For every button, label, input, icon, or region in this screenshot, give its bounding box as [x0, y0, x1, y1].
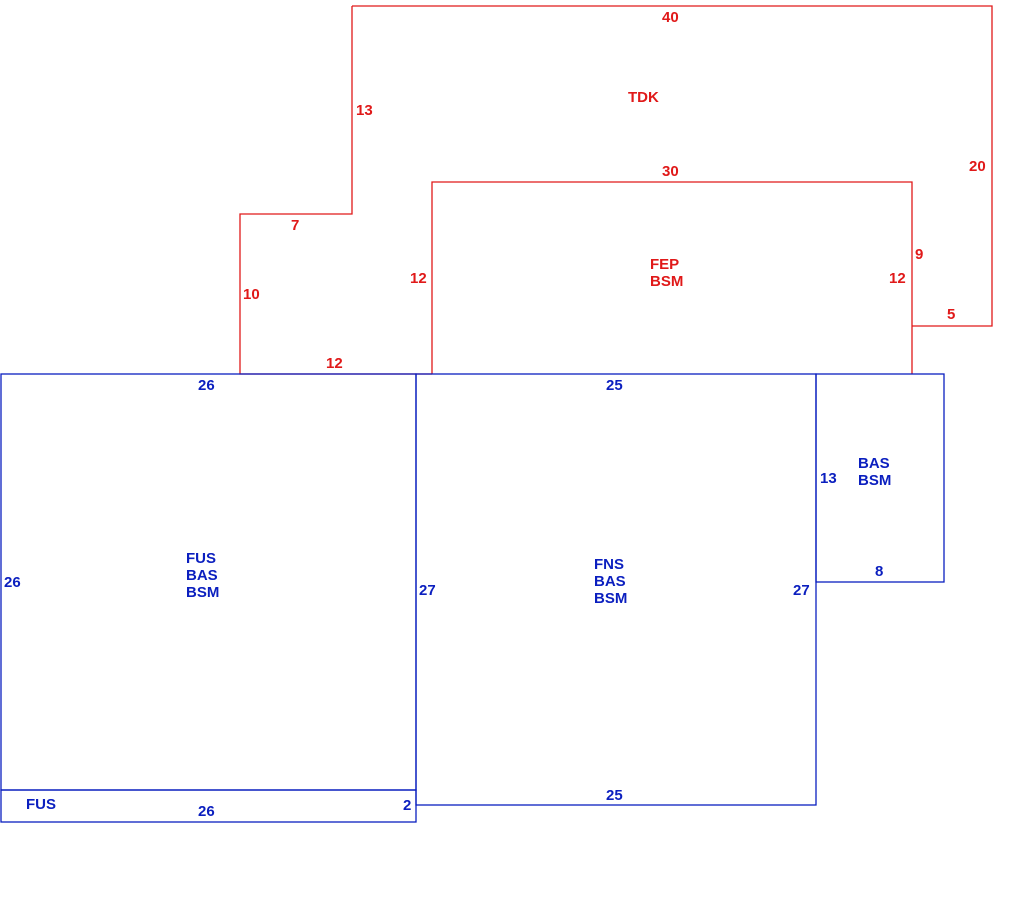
left-room-label-line3: BSM: [186, 584, 219, 601]
dim-left-upper: 13: [356, 102, 373, 119]
dim-center-bottom: 25: [606, 787, 623, 804]
dim-strip-side: 2: [403, 797, 411, 814]
dim-left-side: 26: [4, 574, 21, 591]
strip-label: FUS: [26, 796, 56, 813]
center-room-label-line3: BSM: [594, 590, 627, 607]
dim-left-right-side: 27: [419, 582, 436, 599]
dim-fep-left: 12: [410, 270, 427, 287]
left-room-label-line1: FUS: [186, 550, 216, 567]
dim-left-top: 26: [198, 377, 215, 394]
dim-inner-top: 30: [662, 163, 679, 180]
dim-center-right-side: 27: [793, 582, 810, 599]
dim-bottom-left: 12: [326, 355, 343, 372]
dim-right-room-side: 13: [820, 470, 837, 487]
dim-top: 40: [662, 9, 679, 26]
dim-center-top: 25: [606, 377, 623, 394]
right-room-label-line2: BSM: [858, 472, 891, 489]
center-room-label-line1: FNS: [594, 556, 624, 573]
right-room-label-line1: BAS: [858, 455, 890, 472]
dim-right-bottom: 5: [947, 306, 955, 323]
tdk-label: TDK: [628, 89, 659, 106]
dim-right: 20: [969, 158, 986, 175]
dim-step-bottom: 7: [291, 217, 299, 234]
left-room-label-line2: BAS: [186, 567, 218, 584]
dim-right-room-bottom: 8: [875, 563, 883, 580]
dim-right-step: 9: [915, 246, 923, 263]
tdk-outline: [239, 5, 993, 375]
fep-label-line2: BSM: [650, 273, 683, 290]
fep-label-line1: FEP: [650, 256, 679, 273]
dim-strip-bottom: 26: [198, 803, 215, 820]
dim-left-lower: 10: [243, 286, 260, 303]
strip-outline: [0, 789, 417, 823]
center-room-outline: [415, 373, 817, 806]
right-room-outline: [815, 373, 945, 583]
center-room-label-line2: BAS: [594, 573, 626, 590]
dim-fep-right: 12: [889, 270, 906, 287]
fep-outline: [431, 181, 913, 374]
